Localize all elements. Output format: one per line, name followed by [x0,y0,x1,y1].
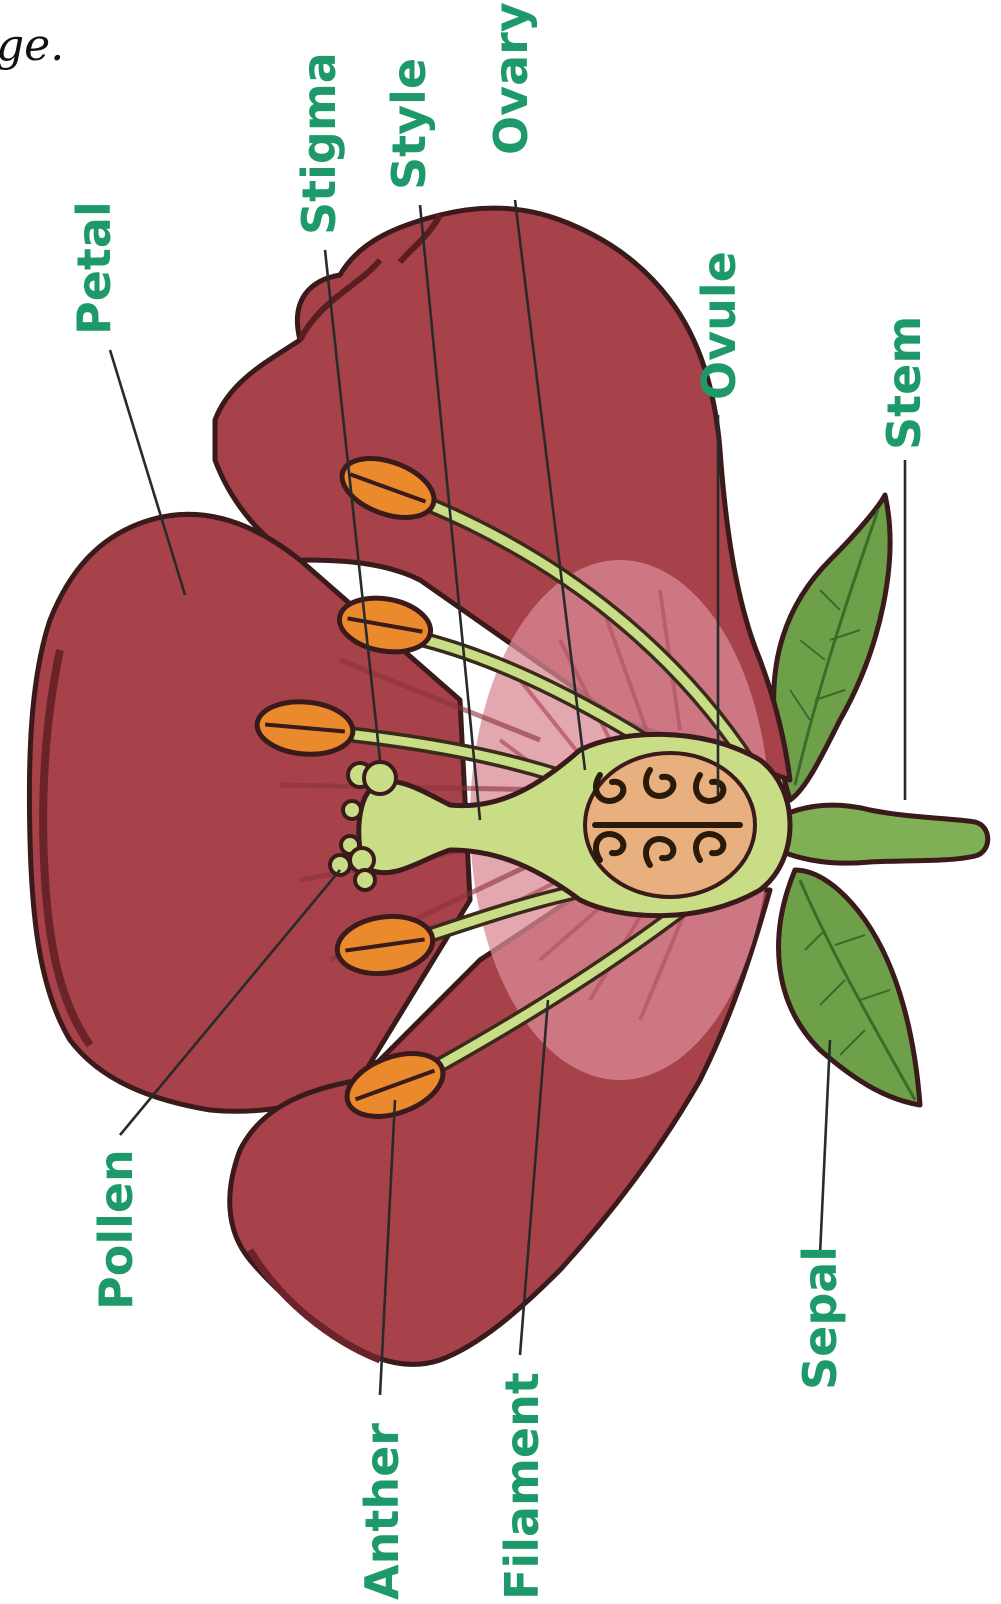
label-sepal: Sepal [793,1246,847,1390]
corner-text: ge. [0,20,64,71]
sepal-upper [774,495,890,800]
label-stem: Stem [877,316,931,450]
label-anther: Anther [355,1423,409,1600]
label-style: Style [382,58,436,190]
label-stigma: Stigma [292,52,346,235]
label-filament: Filament [495,1372,549,1600]
label-pollen: Pollen [89,1149,143,1310]
sepal-lower [779,870,920,1105]
label-ovule: Ovule [692,251,746,400]
label-petal: Petal [67,201,121,335]
stem-shape [760,805,988,863]
label-ovary: Ovary [484,2,538,155]
